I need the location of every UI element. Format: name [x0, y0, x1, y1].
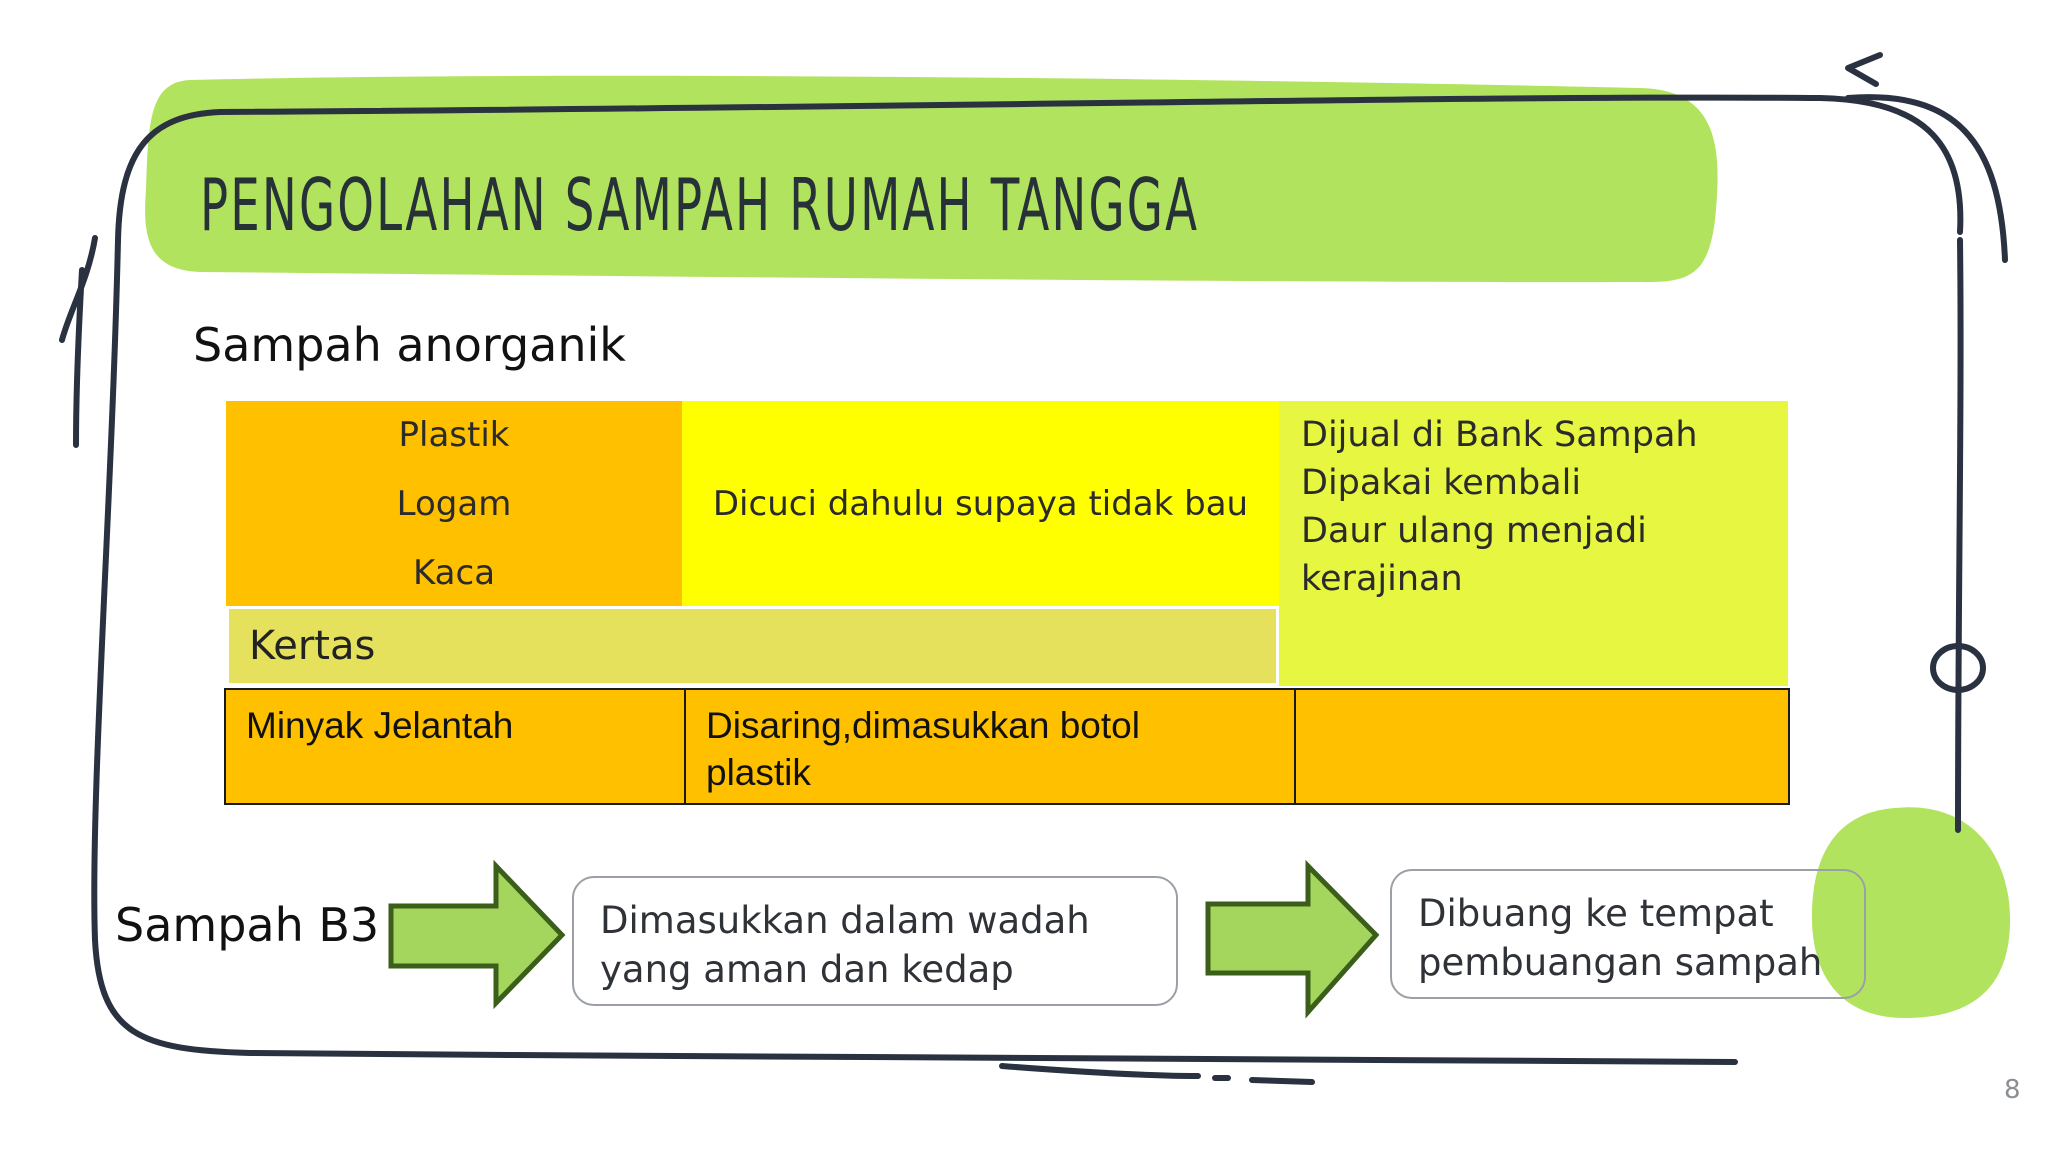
section-label-b3: Sampah B3 [115, 898, 380, 952]
b3-step-2-line: Dibuang ke tempat [1418, 892, 1774, 935]
b3-step-1-line: Dimasukkan dalam wadah [600, 899, 1090, 942]
use-line: Daur ulang menjadi [1301, 511, 1647, 551]
uses-cell: Dijual di Bank Sampah Dipakai kembali Da… [1279, 401, 1788, 686]
use-line: kerajinan [1301, 559, 1463, 599]
b3-step-2-line: pembuangan sampah [1418, 941, 1823, 984]
b3-step-2-box: Dibuang ke tempat pembuangan sampah [1390, 869, 1866, 999]
right-arrow-icon [388, 859, 566, 1010]
treatment-text: Dicuci dahulu supaya tidak bau [712, 483, 1249, 524]
material-logam: Logam [396, 484, 512, 524]
oil-use-cell [1296, 690, 1790, 803]
right-arrow-icon [1205, 859, 1380, 1019]
frame-right-vertical [1955, 237, 1964, 833]
treatment-cell: Dicuci dahulu supaya tidak bau [682, 401, 1279, 606]
oil-treatment-cell: Disaring,dimasukkan botol plastik [686, 690, 1296, 803]
kertas-label: Kertas [249, 623, 376, 669]
b3-step-1-box: Dimasukkan dalam wadah yang aman dan ked… [572, 876, 1178, 1006]
bottom-dash-3 [1249, 1077, 1315, 1085]
frame-outline [91, 94, 1964, 1065]
oil-treatment-line: Disaring,dimasukkan botol [706, 705, 1140, 746]
use-line: Dipakai kembali [1301, 463, 1582, 503]
title-highlight-band [145, 75, 1718, 283]
section-label-anorganik: Sampah anorganik [193, 318, 626, 372]
frame-right-line [1845, 94, 2008, 263]
material-cell: Plastik Logam Kaca [226, 401, 682, 606]
oil-row: Minyak Jelantah Disaring,dimasukkan boto… [224, 688, 1790, 805]
use-line: Dijual di Bank Sampah [1301, 415, 1698, 455]
oil-treatment-line: plastik [706, 752, 811, 793]
arrow-head-icon [1845, 52, 1883, 87]
oil-item: Minyak Jelantah [246, 705, 514, 746]
frame-loop [1930, 643, 1986, 693]
page-number: 8 [2004, 1075, 2021, 1105]
material-plastik: Plastik [398, 415, 510, 455]
bottom-dash-1 [999, 1063, 1201, 1079]
material-kaca: Kaca [412, 553, 496, 593]
green-blob [1811, 807, 2011, 1018]
page-title: PENGOLAHAN SAMPAH RUMAH TANGGA [200, 163, 1200, 247]
kertas-cell: Kertas [226, 606, 1279, 686]
b3-step-1-line: yang aman dan kedap [600, 948, 1014, 991]
left-stroke-2 [73, 267, 85, 448]
oil-item-cell: Minyak Jelantah [226, 690, 686, 803]
